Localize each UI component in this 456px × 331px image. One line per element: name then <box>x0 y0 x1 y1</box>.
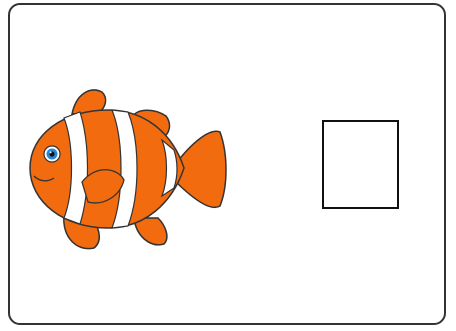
mouth <box>33 175 55 182</box>
tail-fin <box>173 130 227 209</box>
eye-glint <box>49 151 52 154</box>
pectoral-fin <box>81 169 125 204</box>
clownfish-icon <box>29 89 227 250</box>
stripe-rear <box>160 138 178 198</box>
bottom-fin-rear <box>133 217 168 246</box>
answer-box[interactable] <box>322 120 399 209</box>
stripe-middle <box>111 109 138 229</box>
stripe-front <box>63 111 89 225</box>
dorsal-fin-front <box>71 89 107 115</box>
